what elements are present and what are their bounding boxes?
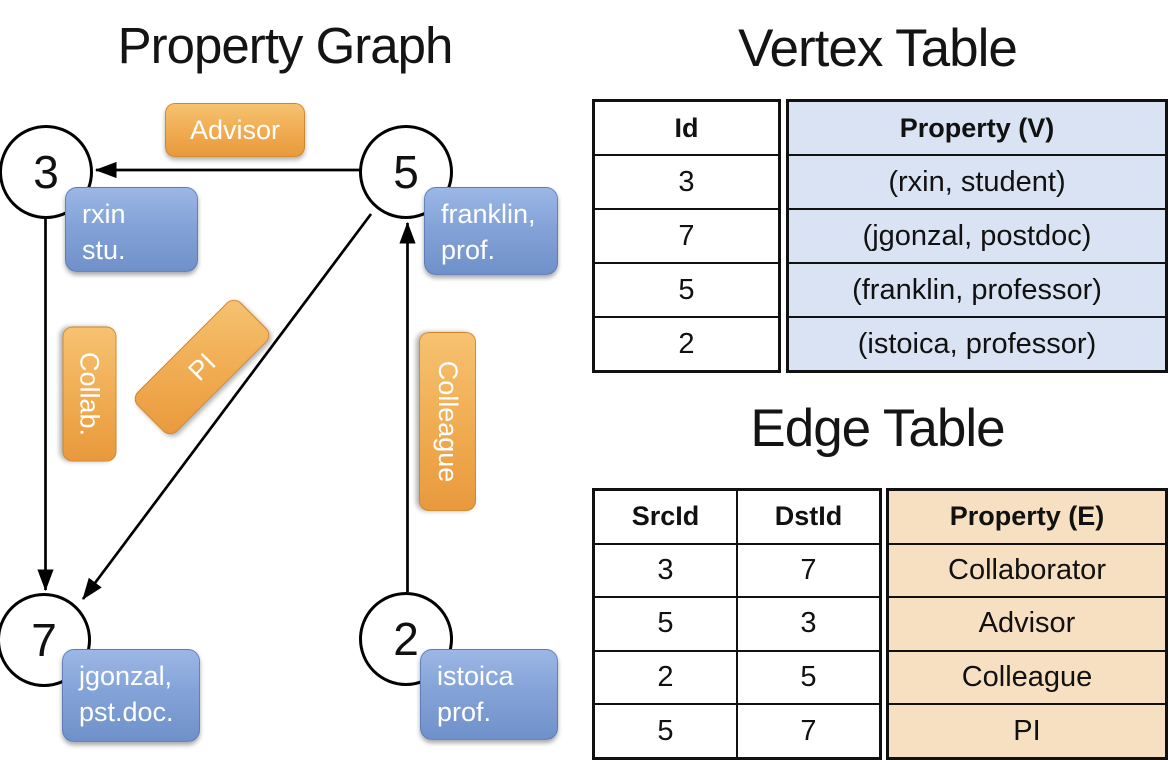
vertex-table-id-header: Id (595, 102, 778, 156)
node-2-id: 2 (393, 613, 419, 665)
vertex-table-id-row: 2 (678, 327, 695, 360)
vertex-table-id-row: 7 (595, 210, 778, 264)
vertex-box-franklin: franklin, prof. (424, 187, 558, 275)
vertex-box-jgonzal-line2: pst.doc. (79, 696, 174, 727)
vertex-box-jgonzal: jgonzal, pst.doc. (62, 649, 200, 742)
edge-table-id-row: 5 7 (595, 705, 879, 757)
edge-label-colleague: Colleague (419, 332, 476, 511)
edge-table-id-row: 3 7 (595, 544, 879, 599)
node-3-id: 3 (33, 146, 59, 198)
edge-pi-5-to-7 (81, 213, 373, 600)
graph-edges-canvas (37, 161, 416, 600)
vertex-box-jgonzal-line1: jgonzal, (79, 661, 173, 691)
vertex-table-property-row: (rxin, student) (789, 156, 1165, 210)
edge-table-id-row: 2 5 (595, 651, 879, 706)
edge-table-property-row: PI (1013, 714, 1041, 747)
edge-table-dst-cell: 7 (736, 705, 879, 757)
edge-table-property-header: Property (E) (889, 491, 1165, 545)
edge-table-dst-cell: 3 (736, 598, 879, 650)
vertex-box-istoica-line1: istoica (437, 661, 514, 691)
edge-table-src-cell: 5 (657, 607, 674, 640)
edge-table-property-row: Collaborator (889, 545, 1165, 599)
edge-table-src-cell: 2 (657, 661, 674, 694)
edge-table-src-cell: 3 (657, 553, 674, 586)
graph-node-5: 5 (359, 125, 453, 219)
edge-table-property-row: Advisor (889, 598, 1165, 652)
vertex-table-id-column: Id 3 7 5 2 (592, 99, 781, 373)
edge-table-property-row: Colleague (889, 652, 1165, 706)
vertex-table-property-row: (franklin, professor) (789, 264, 1165, 318)
vertex-box-rxin-line2: stu. (82, 234, 126, 265)
edge-table-title: Edge Table (750, 399, 1005, 458)
edge-table-dstid-header: DstId (736, 491, 879, 543)
vertex-table-id-row: 3 (595, 156, 778, 210)
vertex-box-franklin-line1: franklin, (441, 199, 536, 229)
edge-table-dst-cell: 7 (736, 544, 879, 597)
edge-label-collab-text: Collab. (75, 351, 105, 437)
vertex-box-istoica: istoica prof. (420, 649, 558, 740)
node-5-id: 5 (393, 146, 419, 198)
edge-table-src-cell: 5 (657, 714, 674, 747)
vertex-table-id-row: 5 (595, 264, 778, 318)
vertex-table-title: Vertex Table (738, 19, 1018, 78)
edge-label-advisor-text: Advisor (189, 114, 281, 145)
vertex-table-property-header: Property (V) (789, 102, 1165, 156)
edge-table-id-columns: SrcId DstId 3 7 5 3 2 5 5 7 (592, 488, 882, 760)
edge-label-collab: Collab. (62, 326, 117, 462)
vertex-box-rxin-line1: rxin (82, 199, 126, 229)
edge-label-colleague-text: Colleague (433, 360, 463, 483)
vertex-box-rxin: rxin stu. (65, 187, 198, 272)
edge-label-pi-text: PI (182, 347, 222, 387)
node-7-id: 7 (31, 614, 57, 666)
vertex-table-property-row: (istoica, professor) (857, 327, 1097, 360)
edge-table-id-row: 5 3 (595, 598, 879, 652)
property-graph-title: Property Graph (117, 17, 454, 74)
edge-table-dst-cell: 5 (736, 651, 879, 704)
edge-table-property-column: Property (E) Collaborator Advisor Collea… (886, 488, 1168, 760)
vertex-table-property-column: Property (V) (rxin, student) (jgonzal, p… (786, 99, 1168, 373)
vertex-box-istoica-line2: prof. (437, 696, 492, 727)
edge-table-srcid-header: SrcId (631, 501, 700, 532)
vertex-table-property-row: (jgonzal, postdoc) (789, 210, 1165, 264)
edge-table-id-header-row: SrcId DstId (595, 491, 879, 545)
edge-label-advisor: Advisor (165, 103, 305, 157)
vertex-box-franklin-line2: prof. (441, 234, 496, 265)
